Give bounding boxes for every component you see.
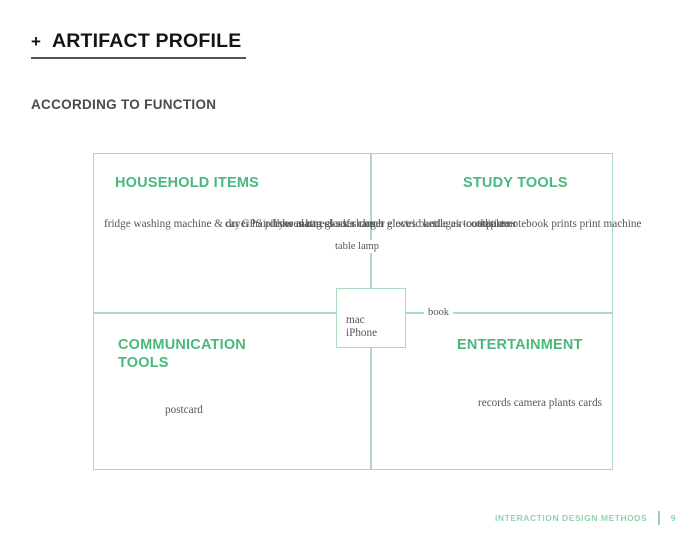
household-items-column-3: shoes bag glasses comb gloves bandages t… — [278, 218, 510, 231]
quadrant-heading-communication-tools: COMMUNICATION TOOLS — [118, 337, 246, 372]
center-node: mac iPhone — [336, 288, 406, 348]
quadrant-heading-study-tools: STUDY TOOLS — [463, 175, 568, 191]
quadrant-heading-household: HOUSEHOLD ITEMS — [115, 175, 259, 191]
quadrant-heading-entertainment: ENTERTAINMENT — [457, 337, 583, 353]
footer-course-name: INTERACTION DESIGN METHODS — [495, 513, 648, 523]
center-node-items: mac iPhone — [346, 314, 378, 340]
footer-divider — [658, 511, 660, 525]
edge-label-table-lamp: table lamp — [331, 240, 384, 253]
communication-tools-items: postcard — [165, 404, 203, 417]
page-title: + ARTIFACT PROFILE — [31, 30, 246, 59]
edge-label-book: book — [424, 306, 453, 319]
function-matrix: HOUSEHOLD ITEMS fridge washing machine &… — [93, 153, 641, 470]
plus-icon: + — [31, 32, 41, 51]
footer-page-number: 9 — [670, 513, 676, 523]
page-title-text: ARTIFACT PROFILE — [51, 30, 242, 52]
page-subtitle: ACCORDING TO FUNCTION — [31, 97, 217, 112]
study-tools-items: staple notebook prints print machine — [478, 218, 642, 231]
household-items-column-2: car GPS pillow mattress sofa closet — [225, 218, 384, 231]
footer: INTERACTION DESIGN METHODS 9 — [495, 511, 676, 525]
household-items-column-1: fridge washing machine & dryer hairdryer… — [104, 218, 518, 231]
entertainment-items: records camera plants cards — [478, 397, 602, 410]
